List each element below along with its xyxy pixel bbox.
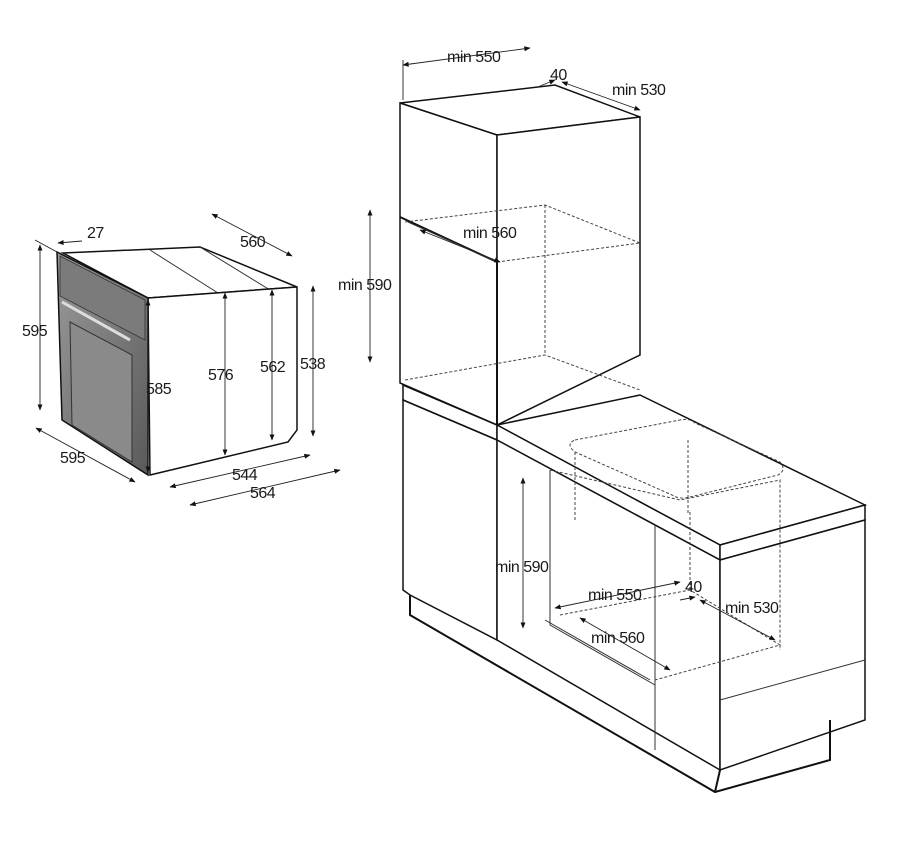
oven-door-handle bbox=[61, 300, 131, 342]
oven-label-560: 560 bbox=[240, 234, 266, 251]
oven-label-27: 27 bbox=[87, 225, 104, 242]
tall-cabinet-side bbox=[496, 116, 641, 427]
oven-control-panel bbox=[59, 255, 146, 341]
tall-label-min-590: min 590 bbox=[338, 277, 392, 294]
hob-cutout-outline bbox=[569, 418, 784, 499]
oven-label-595-height: 595 bbox=[22, 323, 48, 340]
oven-label-538: 538 bbox=[300, 356, 326, 373]
oven-label-595-width: 595 bbox=[60, 450, 86, 467]
base-left-door bbox=[402, 398, 498, 642]
base-label-min-550: min 550 bbox=[588, 587, 642, 604]
oven-label-585: 585 bbox=[146, 381, 172, 398]
tall-label-40: 40 bbox=[550, 67, 567, 84]
base-label-min-590: min 590 bbox=[495, 559, 549, 576]
tall-cabinet-drawing bbox=[399, 84, 641, 427]
oven-dimension-lines bbox=[34, 213, 341, 507]
tall-label-min-560: min 560 bbox=[463, 225, 517, 242]
oven-label-576: 576 bbox=[208, 367, 234, 384]
oven-label-562: 562 bbox=[260, 359, 286, 376]
oven-label-544: 544 bbox=[232, 467, 258, 484]
oven-label-564: 564 bbox=[250, 485, 276, 502]
base-label-min-530: min 530 bbox=[725, 600, 779, 617]
tall-unit-dimension-lines bbox=[367, 46, 641, 363]
base-cabinet-drawing bbox=[402, 383, 868, 794]
base-label-40: 40 bbox=[685, 579, 702, 596]
oven-top-seam bbox=[149, 249, 219, 294]
tall-cabinet-front bbox=[399, 101, 498, 427]
base-unit-dimension-lines bbox=[520, 477, 776, 671]
tall-label-min-550: min 550 bbox=[447, 49, 501, 66]
base-side bbox=[719, 519, 866, 772]
tall-label-min-530: min 530 bbox=[612, 82, 666, 99]
base-label-min-560: min 560 bbox=[591, 630, 645, 647]
